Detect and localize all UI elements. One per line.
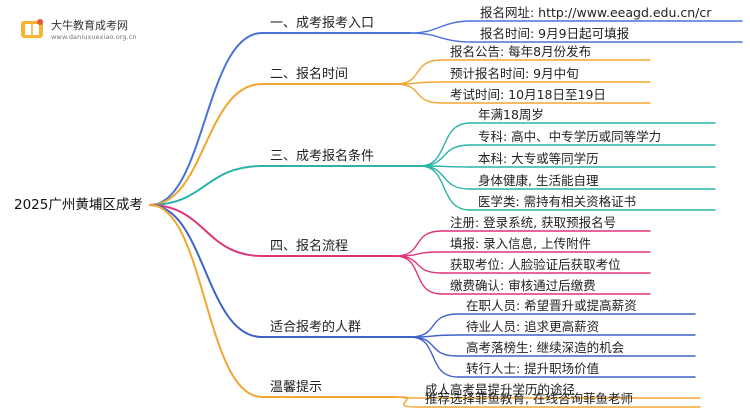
leaf-node[interactable]: 考试时间: 10月18日至19日 — [450, 87, 606, 102]
leaf-node[interactable]: 年满18周岁 — [478, 107, 544, 122]
leaf-node[interactable]: 身体健康, 生活能自理 — [478, 173, 599, 188]
branch-node[interactable]: 温馨提示 — [270, 380, 323, 395]
logo-subtitle: www.daniuxuexiao.org.cn — [51, 33, 137, 41]
leaf-node[interactable]: 注册: 登录系统, 获取预报名号 — [450, 215, 617, 230]
leaf-node[interactable]: 推荐选择菲鱼教育, 在线咨询菲鱼老师 — [425, 391, 633, 406]
leaf-node[interactable]: 获取考位: 人脸验证后获取考位 — [450, 257, 621, 272]
leaf-node[interactable]: 填报: 录入信息, 上传附件 — [450, 236, 592, 251]
leaf-node[interactable]: 高考落榜生: 继续深造的机会 — [466, 340, 625, 355]
leaf-node[interactable]: 医学类: 需持有相关资格证书 — [478, 194, 637, 209]
leaf-node[interactable]: 成人高考是提升学历的途径 — [425, 382, 576, 397]
branch-node[interactable]: 二、报名时间 — [270, 67, 349, 82]
leaf-node[interactable]: 待业人员: 追求更高薪资 — [466, 319, 600, 334]
branch-node[interactable]: 三、成考报名条件 — [270, 149, 375, 164]
book-icon — [21, 19, 43, 38]
root-node[interactable]: 2025广州黄埔区成考 — [14, 197, 143, 213]
leaf-node[interactable]: 本科: 大专或等同学历 — [478, 151, 599, 166]
leaf-node[interactable]: 报名公告: 每年8月份发布 — [450, 44, 592, 59]
site-logo[interactable]: 大牛教育成考网 www.daniuxuexiao.org.cn — [20, 14, 137, 50]
branch-node[interactable]: 四、报名流程 — [270, 239, 349, 254]
branch-node[interactable]: 一、成考报考入口 — [270, 16, 375, 31]
leaf-node[interactable]: 缴费确认: 审核通过后缴费 — [450, 278, 596, 293]
leaf-node[interactable]: 报名时间: 9月9日起可填报 — [480, 26, 630, 41]
leaf-node[interactable]: 在职人员: 希望晋升或提高薪资 — [466, 298, 637, 313]
leaf-node[interactable]: 预计报名时间: 9月中旬 — [450, 66, 579, 81]
leaf-node[interactable]: 转行人士: 提升职场价值 — [466, 361, 600, 376]
branch-node[interactable]: 适合报考的人群 — [270, 320, 362, 335]
logo-title: 大牛教育成考网 — [51, 19, 128, 32]
leaf-node[interactable]: 报名网址: http://www.eeagd.edu.cn/cr — [480, 5, 712, 20]
leaf-node[interactable]: 专科: 高中、中专学历或同等学力 — [478, 129, 662, 144]
